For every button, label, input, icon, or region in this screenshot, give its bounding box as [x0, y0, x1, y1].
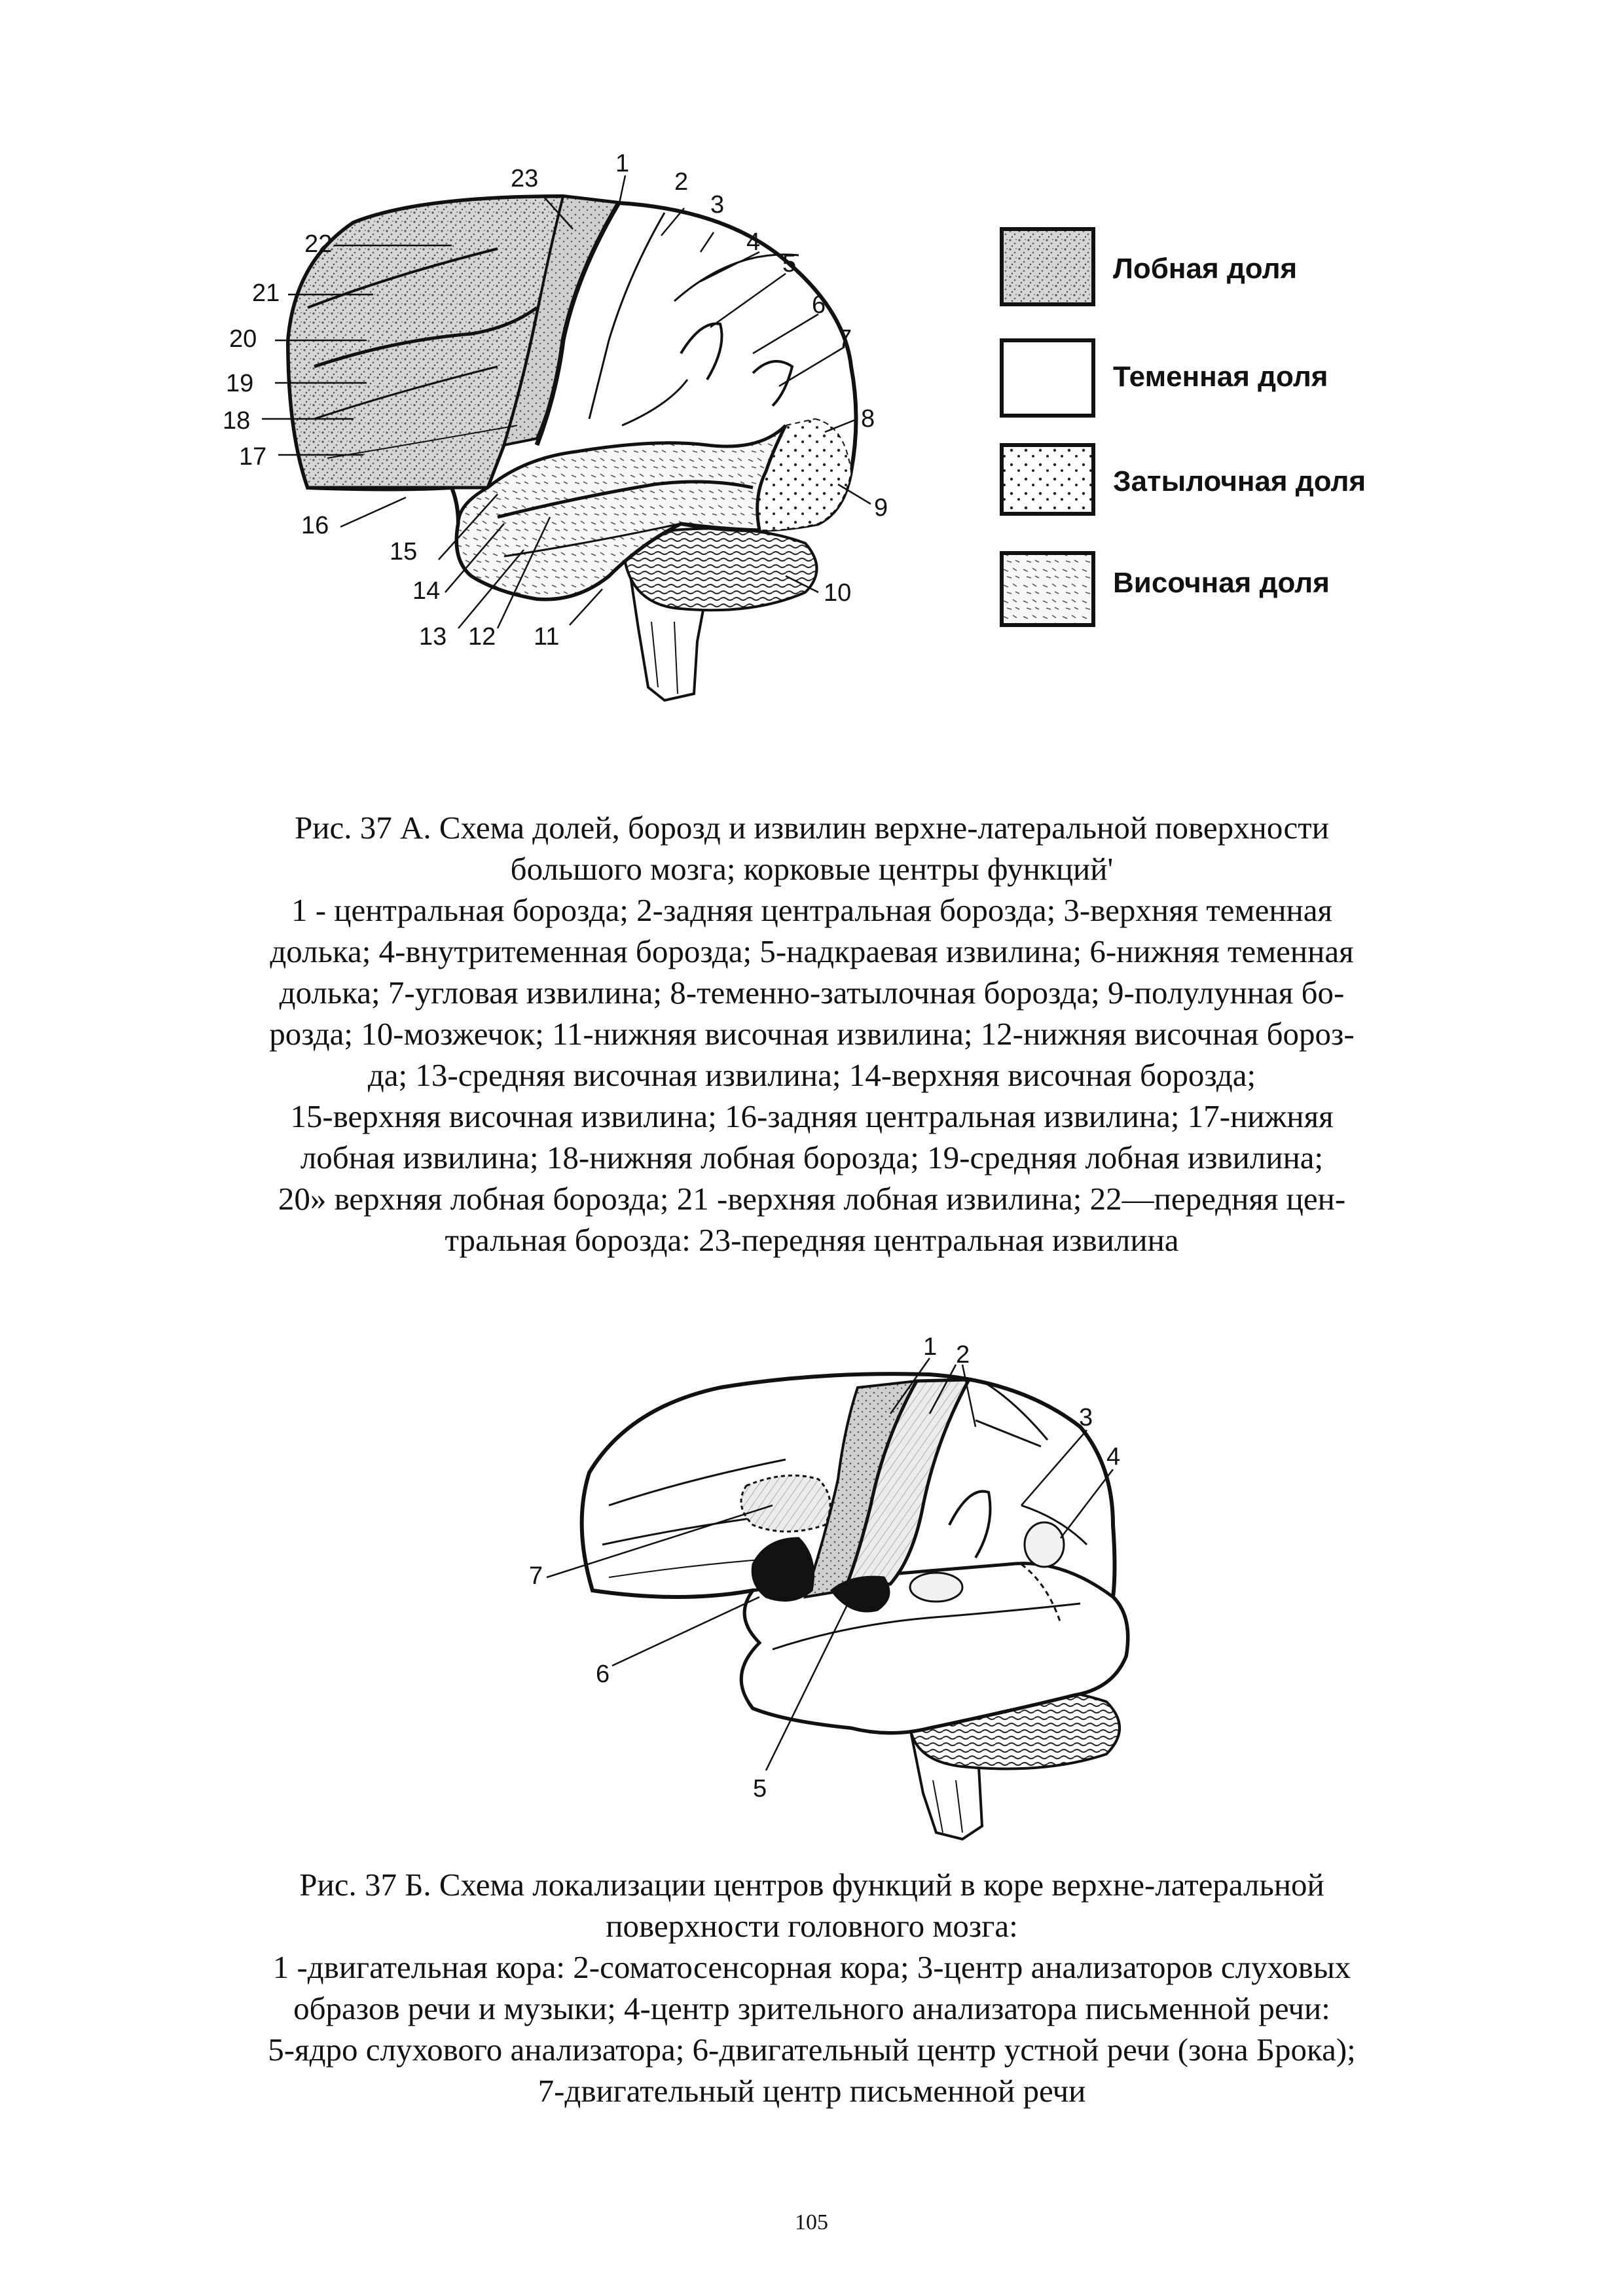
caption-line: Рис. 37 Б. Схема локализации центров фун… [299, 1867, 1324, 1903]
caption-line: да; 13-средняя височная извилина; 14-вер… [367, 1057, 1256, 1093]
temporal-lobe [455, 424, 788, 601]
fig-a-label-13: 13 [419, 623, 447, 651]
fig-a-label-22: 22 [304, 230, 332, 258]
fig-a-label-6: 6 [812, 291, 826, 319]
fig-a-label-2: 2 [674, 168, 688, 196]
caption-line: большого мозга; корковые центры функций' [510, 851, 1114, 887]
fig-a-label-12: 12 [468, 623, 496, 651]
caption-line: долька; 7-угловая извилина; 8-теменно-за… [279, 975, 1345, 1011]
fig-a-label-18: 18 [223, 407, 250, 435]
fig-a-label-23: 23 [511, 165, 538, 192]
fig-a-label-3: 3 [710, 191, 724, 219]
fig-a-label-1: 1 [615, 150, 629, 177]
legend-item-occipital: Затылочная доля [1000, 443, 1366, 516]
legend-label-parietal: Теменная доля [1113, 361, 1328, 393]
fig-a-label-17: 17 [239, 443, 266, 471]
legend-item-temporal: Височная доля [1000, 551, 1330, 627]
auditory-nucleus [830, 1575, 890, 1613]
leader-lines [546, 1357, 1114, 1771]
central-sulcus [534, 202, 621, 446]
fig-b-label-2: 2 [956, 1341, 970, 1369]
caption-line: лобная извилина; 18-нижняя лобная борозд… [300, 1139, 1324, 1175]
fig-a-label-14: 14 [412, 577, 440, 605]
caption-line: Рис. 37 А. Схема долей, борозд и извилин… [295, 810, 1329, 846]
caption-line: 5-ядро слухового анализатора; 6-двигател… [268, 2032, 1356, 2068]
fig-b-label-4: 4 [1106, 1443, 1120, 1471]
figure-a-diagram: 1 2 3 4 5 6 7 8 9 10 11 12 13 14 15 16 1… [223, 150, 1366, 702]
fig-b-label-7: 7 [529, 1562, 543, 1590]
caption-line: тральная борозда: 23-передняя центральна… [445, 1222, 1179, 1258]
caption-line: 1 -двигательная кора: 2-соматосенсорная … [272, 1949, 1351, 1985]
auditory-speech-center [909, 1571, 964, 1603]
fig-a-label-5: 5 [782, 250, 796, 278]
visual-writing-center [1023, 1521, 1065, 1568]
fig-a-label-11: 11 [534, 623, 559, 651]
fig-a-label-16: 16 [301, 512, 329, 539]
caption-line: поверхности головного мозга: [606, 1908, 1018, 1944]
caption-line: 1 - центральная борозда; 2-задняя центра… [291, 892, 1333, 928]
legend-item-frontal: Лобная доля [1000, 227, 1297, 306]
caption-line: долька; 4-внутритеменная борозда; 5-надк… [270, 933, 1354, 969]
fig-a-label-21: 21 [252, 279, 280, 307]
fig-a-label-7: 7 [838, 325, 852, 353]
fig-a-label-9: 9 [874, 494, 888, 522]
fig-a-label-15: 15 [390, 538, 417, 565]
temporal-lobe [739, 1562, 1129, 1734]
page-number: 105 [795, 2210, 828, 2234]
somatosensory-cortex [842, 1378, 972, 1593]
caption-line: 20» верхняя лобная борозда; 21 -верхняя … [278, 1181, 1346, 1217]
caption-line: розда; 10-мозжечок; 11-нижняя височная и… [269, 1016, 1355, 1052]
caption-line: 7-двигательный центр письменной речи [538, 2073, 1086, 2109]
writing-motor-center [740, 1474, 831, 1533]
fig-a-label-4: 4 [746, 228, 760, 256]
fig-b-label-3: 3 [1079, 1404, 1093, 1431]
caption-line: образов речи и музыки; 4-центр зрительно… [293, 1990, 1330, 2026]
fig-b-label-1: 1 [923, 1333, 937, 1361]
broca-area [751, 1537, 814, 1602]
occipital-lobe [756, 418, 852, 531]
fig-a-label-19: 19 [226, 370, 253, 397]
fig-a-label-8: 8 [861, 405, 875, 433]
figure-b-caption: Рис. 37 Б. Схема локализации центров фун… [190, 1864, 1434, 2111]
legend: Лобная доля Теменная доля Затылочная дол… [1000, 227, 1366, 627]
fig-b-label-6: 6 [596, 1660, 610, 1688]
figure-a-caption: Рис. 37 А. Схема долей, борозд и извилин… [190, 807, 1434, 1261]
cerebellum [623, 527, 818, 612]
fig-a-label-10: 10 [824, 579, 851, 607]
legend-label-temporal: Височная доля [1113, 567, 1330, 599]
fig-a-label-20: 20 [229, 325, 257, 353]
legend-label-occipital: Затылочная доля [1113, 465, 1366, 497]
caption-line: 15-верхняя височная извилина; 16-задняя … [290, 1098, 1334, 1134]
fig-b-label-5: 5 [753, 1775, 767, 1803]
legend-item-parietal: Теменная доля [1000, 338, 1328, 418]
leader-lines [262, 175, 871, 629]
figure-b-diagram: 1 2 3 4 5 6 7 [529, 1333, 1130, 1841]
legend-label-frontal: Лобная доля [1113, 253, 1297, 285]
